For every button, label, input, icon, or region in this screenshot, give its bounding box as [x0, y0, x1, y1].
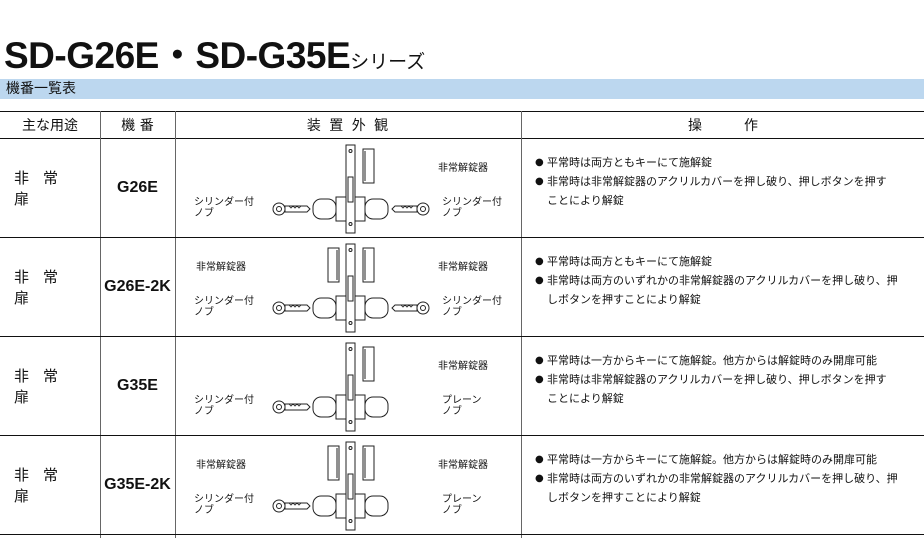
operation-line: 非常時は両方のいずれかの非常解錠器のアクリルカバーを押し破り、押 [535, 469, 924, 488]
model-number: G35E [117, 377, 158, 394]
header-model: 機 番 [121, 118, 154, 134]
operation-text: 平常時は一方からキーにて施解錠。他方からは解錠時のみ開扉可能非常時は非常解錠器の… [535, 351, 924, 408]
label-right-knob: シリンダー付ノブ [442, 296, 502, 318]
label-emergency-release-right: 非常解錠器 [438, 460, 488, 471]
lock-diagram [272, 243, 430, 333]
label-emergency-release-left: 非常解錠器 [196, 460, 246, 471]
operation-line: 平常時は両方ともキーにて施解錠 [535, 252, 924, 271]
label-left-knob: シリンダー付ノブ [194, 494, 254, 516]
operation-line: 非常時は非常解錠器のアクリルカバーを押し破り、押しボタンを押す [535, 370, 924, 389]
operation-text: 平常時は両方ともキーにて施解錠非常時は非常解錠器のアクリルカバーを押し破り、押し… [535, 153, 924, 210]
device-illustration: 非常解錠器シリンダー付ノブ プレーンノブ [176, 337, 521, 435]
title-suffix: シリーズ [350, 51, 426, 73]
header-use: 主な用途 [22, 118, 78, 134]
use-cell: 非常扉 [14, 466, 73, 505]
label-left-knob: シリンダー付ノブ [194, 296, 254, 318]
column-divider [100, 111, 101, 538]
operation-line: 非常時は非常解錠器のアクリルカバーを押し破り、押しボタンを押す [535, 172, 924, 191]
label-emergency-release-left: 非常解錠器 [196, 262, 246, 273]
operation-line: 平常時は一方からキーにて施解錠。他方からは解錠時のみ開扉可能 [535, 351, 924, 370]
column-divider [175, 111, 176, 538]
model-number: G35E-2K [104, 476, 171, 493]
label-emergency-release-right: 非常解錠器 [438, 163, 488, 174]
title-main: SD-G26E・SD-G35E [4, 35, 351, 76]
operation-line: ことにより解錠 [547, 194, 624, 207]
use-cell: 非常扉 [14, 268, 73, 307]
label-emergency-release-right: 非常解錠器 [438, 361, 488, 372]
operation-text: 平常時は両方ともキーにて施解錠非常時は両方のいずれかの非常解錠器のアクリルカバー… [535, 252, 924, 309]
section-label: 機番一覧表 [6, 81, 76, 97]
operation-line: しボタンを押すことにより解錠 [547, 293, 701, 306]
table-header: 主な用途 機 番 装 置 外 観 操 作 [0, 111, 924, 139]
label-left-knob: シリンダー付ノブ [194, 395, 254, 417]
device-illustration: 非常解錠器 非常解錠器シリンダー付ノブ シリンダー付ノブ [176, 238, 521, 336]
label-right-knob: シリンダー付ノブ [442, 197, 502, 219]
label-right-knob: プレーンノブ [442, 395, 482, 417]
use-cell: 非常扉 [14, 169, 73, 208]
header-operation: 操 作 [688, 118, 758, 134]
device-illustration: 非常解錠器 非常解錠器シリンダー付ノブ プレーンノブ [176, 436, 521, 534]
operation-line: 非常時は両方のいずれかの非常解錠器のアクリルカバーを押し破り、押 [535, 271, 924, 290]
model-number: G26E-2K [104, 278, 171, 295]
operation-line: 平常時は両方ともキーにて施解錠 [535, 153, 924, 172]
operation-line: 平常時は一方からキーにて施解錠。他方からは解錠時のみ開扉可能 [535, 450, 924, 469]
lock-diagram [272, 144, 430, 234]
model-number: G26E [117, 179, 158, 196]
page-title: SD-G26E・SD-G35Eシリーズ [4, 34, 425, 84]
device-illustration: 非常解錠器シリンダー付ノブ シリンダー付ノブ [176, 139, 521, 237]
column-divider [521, 111, 522, 538]
label-right-knob: プレーンノブ [442, 494, 482, 516]
header-device: 装 置 外 観 [306, 118, 391, 134]
lock-diagram [272, 441, 389, 531]
section-header-bar: 機番一覧表 [0, 79, 924, 99]
operation-line: ことにより解錠 [547, 392, 624, 405]
use-cell: 非常扉 [14, 367, 73, 406]
operation-line: しボタンを押すことにより解錠 [547, 491, 701, 504]
label-left-knob: シリンダー付ノブ [194, 197, 254, 219]
label-emergency-release-right: 非常解錠器 [438, 262, 488, 273]
operation-text: 平常時は一方からキーにて施解錠。他方からは解錠時のみ開扉可能非常時は両方のいずれ… [535, 450, 924, 507]
lock-diagram [272, 342, 389, 432]
